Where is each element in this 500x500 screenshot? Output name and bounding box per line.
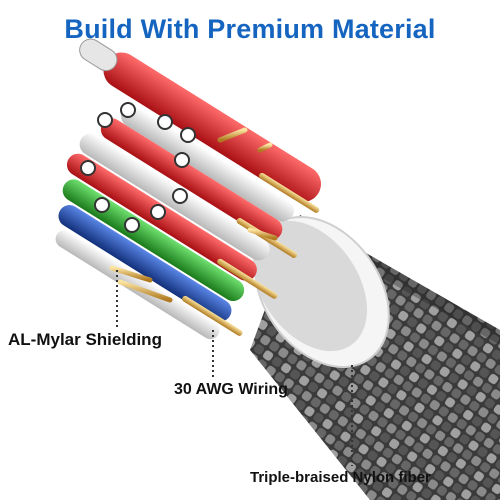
- callout-fiber: Triple-braised Nylon fiber: [250, 469, 431, 486]
- callout-shielding: AL-Mylar Shielding: [8, 330, 162, 349]
- callout-wiring: 30 AWG Wiring: [174, 381, 288, 398]
- wire-bundle: [55, 38, 321, 340]
- page-title: Build With Premium Material: [64, 14, 436, 44]
